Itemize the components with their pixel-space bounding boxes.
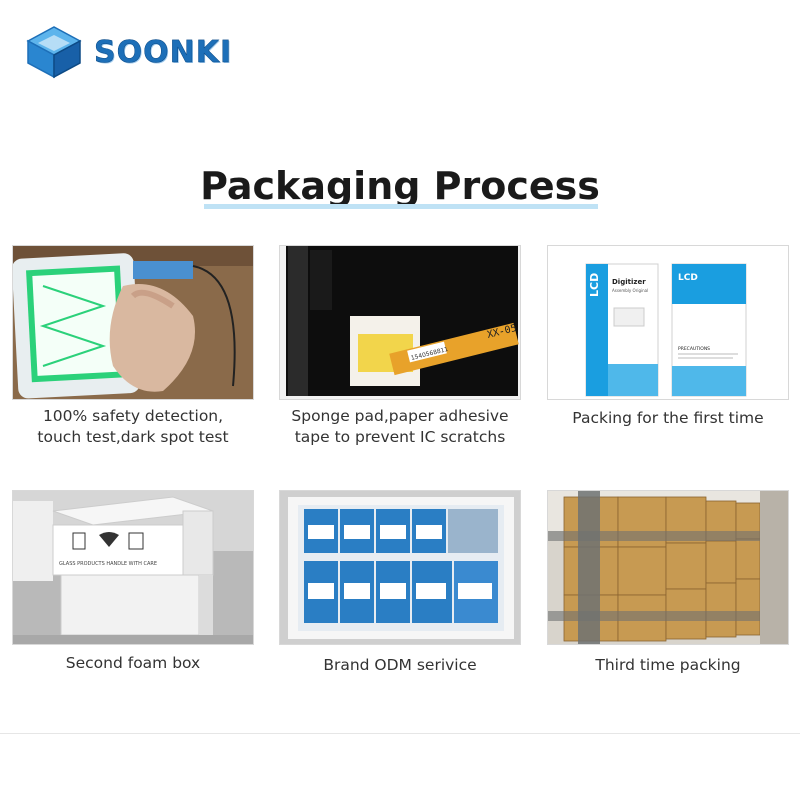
footer-divider: [0, 733, 800, 734]
step-photo-6: [547, 490, 789, 645]
step-caption-5: Brand ODM serivice: [279, 655, 521, 676]
step-caption-4: Second foam box: [12, 653, 254, 674]
caption-line: Packing for the first time: [572, 409, 764, 427]
caption-line: Sponge pad,paper adhesive: [291, 407, 509, 425]
soonki-cube-icon: [26, 26, 82, 79]
step-card-3: LCD Digitizer Assembly Original LCD PREC…: [547, 245, 789, 429]
box-warning-label: GLASS PRODUCTS HANDLE WITH CARE: [59, 561, 157, 567]
step-card-1: 100% safety detection, touch test,dark s…: [12, 245, 254, 448]
step-card-2: XX-05 1540568811 Sponge pad,paper adhesi…: [279, 245, 521, 448]
brand-logo: SOONKI: [24, 22, 264, 82]
step-photo-5: [279, 490, 521, 645]
caption-line: touch test,dark spot test: [37, 428, 229, 446]
page-title: Packaging Process: [200, 164, 600, 208]
page-title-wrap: Packaging Process: [0, 164, 800, 208]
box-sub-label: Assembly Original: [612, 288, 648, 293]
box-precautions-label: PRECAUTIONS: [678, 346, 710, 352]
caption-line: Second foam box: [65, 654, 201, 672]
step-caption-2: Sponge pad,paper adhesive tape to preven…: [279, 406, 521, 448]
box-lcd-label: LCD: [588, 273, 601, 297]
step-caption-3: Packing for the first time: [547, 408, 789, 429]
step-caption-1: 100% safety detection, touch test,dark s…: [12, 406, 254, 448]
caption-line: Third time packing: [595, 656, 741, 674]
step-photo-3: LCD Digitizer Assembly Original LCD PREC…: [547, 245, 789, 400]
box-lcd-label-2: LCD: [678, 273, 698, 283]
box-digitizer-label: Digitizer: [612, 278, 646, 286]
step-card-6: Third time packing: [547, 490, 789, 676]
step-photo-4: GLASS PRODUCTS HANDLE WITH CARE: [12, 490, 254, 645]
step-card-4: GLASS PRODUCTS HANDLE WITH CARE Second f…: [12, 490, 254, 674]
step-photo-2: XX-05 1540568811: [279, 245, 521, 400]
caption-line: tape to prevent IC scratchs: [294, 428, 506, 446]
step-photo-1: [12, 245, 254, 400]
brand-name: SOONKI: [94, 34, 233, 70]
caption-line: 100% safety detection,: [42, 407, 224, 425]
title-underline: [204, 204, 598, 209]
step-caption-6: Third time packing: [547, 655, 789, 676]
step-card-5: Brand ODM serivice: [279, 490, 521, 676]
caption-line: Brand ODM serivice: [323, 656, 477, 674]
